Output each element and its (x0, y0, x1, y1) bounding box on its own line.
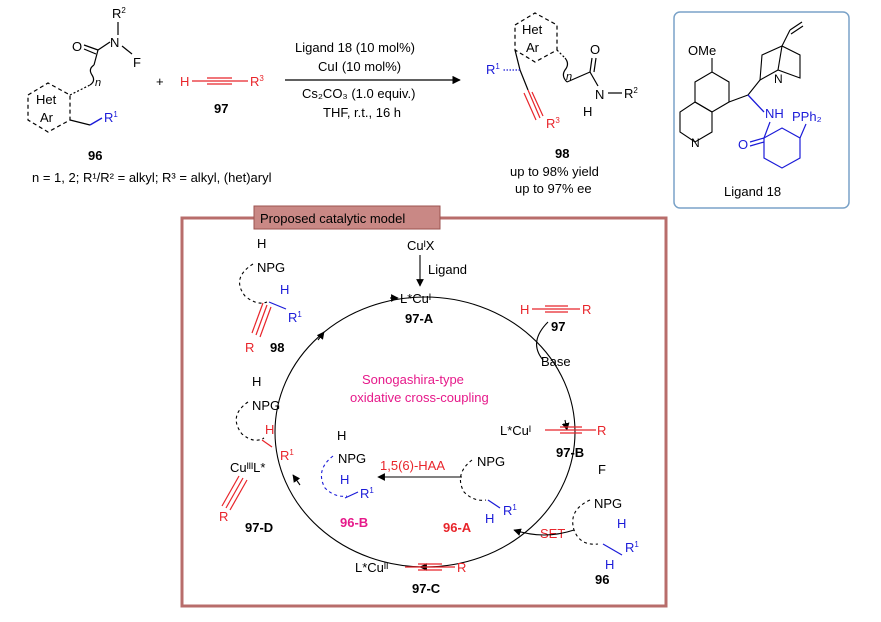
species-97c-label: 97-C (412, 581, 441, 596)
mech-sub-npg: NPG (594, 496, 622, 511)
compound-97-label: 97 (214, 101, 228, 116)
prod-h-top: H (257, 236, 266, 251)
condition-base: Cs₂CO₃ (1.0 equiv.) (302, 86, 415, 101)
reaction-conditions: Ligand 18 (10 mol%) CuI (10 mol%) Cs₂CO₃… (285, 40, 461, 120)
product-r3: R3 (546, 116, 560, 131)
product-oxygen: O (590, 42, 600, 57)
rad-b-npg: NPG (338, 451, 366, 466)
condition-cui: CuI (10 mol%) (318, 59, 401, 74)
ligand-18-label: Ligand 18 (724, 184, 781, 199)
haa-step: 1,5(6)-HAA (380, 458, 445, 473)
quinuclidine-n: N (774, 72, 783, 86)
alkyne-h: H (180, 74, 189, 89)
amide-nitrogen: N (110, 35, 119, 50)
species-97a-label: 97-A (405, 311, 434, 326)
rad-b-h-top: H (337, 428, 346, 443)
plus-sign: + (156, 74, 164, 89)
mechanism-panel: Proposed catalytic model Sonogashira-typ… (180, 205, 668, 608)
product-r1: R1 (486, 62, 500, 77)
compound-98-label: 98 (555, 146, 569, 161)
prod-r1: R1 (288, 310, 302, 325)
d-r1: R1 (280, 448, 294, 463)
mechanism-title-bg (253, 205, 441, 230)
alkyne-97: H R3 97 (180, 74, 264, 116)
species-97d-r: R (219, 509, 228, 524)
compound-96-label: 96 (88, 148, 102, 163)
d-npg: NPG (252, 398, 280, 413)
ring-ar: Ar (40, 110, 54, 125)
scope-note: n = 1, 2; R¹/R² = alkyl; R³ = alkyl, (he… (32, 170, 272, 185)
cycle-label-1: Sonogashira-type (362, 372, 464, 387)
product-nitrogen: N (595, 87, 604, 102)
product-yield: up to 98% yield (510, 164, 599, 179)
product-r2: R2 (624, 86, 638, 101)
d-h-top: H (252, 374, 261, 389)
r2-label: R2 (112, 6, 126, 21)
mech-sub-label: 96 (595, 572, 609, 587)
species-97b-r: R (597, 423, 606, 438)
ligand-oxygen: O (738, 137, 748, 152)
species-97c-r: R (457, 560, 466, 575)
amide-oxygen: O (72, 39, 82, 54)
condition-solvent: THF, r.t., 16 h (323, 105, 401, 120)
d-h: H (265, 422, 274, 437)
prod-npg: NPG (257, 260, 285, 275)
species-97c: L*Cuᴵᴵ (355, 560, 388, 575)
product-ring-het: Het (522, 22, 543, 37)
species-97d: CuᴵᴵᴵL* (230, 460, 265, 475)
ligand-nh: NH (765, 106, 784, 121)
product-nh: H (583, 104, 592, 119)
species-97d-label: 97-D (245, 520, 273, 535)
prod-label: 98 (270, 340, 284, 355)
methoxy-label: OMe (688, 43, 716, 58)
ligand-18-box: N OMe N NH O PPh₂ Ligand 18 (673, 11, 850, 209)
quinoline-n: N (691, 136, 700, 150)
mech-sub-h2: H (605, 557, 614, 572)
rad-b-r1: R1 (360, 486, 374, 501)
n-index: n (95, 77, 101, 89)
product-ee: up to 97% ee (515, 181, 592, 196)
prod-h: H (280, 282, 289, 297)
r1-label: R1 (104, 110, 118, 125)
mech-sub-r1: R1 (625, 540, 639, 555)
rad-b-h: H (340, 472, 349, 487)
rad-b-label: 96-B (340, 515, 368, 530)
set-step: SET (540, 526, 565, 541)
species-97a: L*Cuᴵ (400, 291, 431, 306)
rad-a-npg: NPG (477, 454, 505, 469)
species-97b-label: 97-B (556, 445, 584, 460)
product-98: Het Ar R1 R3 n O N H R2 98 up to 98% yie… (486, 12, 638, 196)
fluorine: F (133, 55, 141, 70)
ligand-step: Ligand (428, 262, 467, 277)
mech-sub-f: F (598, 462, 606, 477)
ligand-pph2: PPh₂ (792, 109, 822, 124)
cycle-label-2: oxidative cross-coupling (350, 390, 489, 405)
mech-alkyne-h: H (520, 302, 529, 317)
substrate-96: Het Ar O N R2 F n R1 96 (27, 6, 141, 163)
species-97b: L*Cuᴵ (500, 423, 531, 438)
mechanism-title: Proposed catalytic model (260, 211, 405, 226)
mech-alkyne-label: 97 (551, 319, 565, 334)
mech-sub-h: H (617, 516, 626, 531)
rad-a-r1: R1 (503, 503, 517, 518)
product-ring-ar: Ar (526, 40, 540, 55)
condition-ligand: Ligand 18 (10 mol%) (295, 40, 415, 55)
mech-alkyne-r: R (582, 302, 591, 317)
cux-label: CuᴵX (407, 238, 435, 253)
ring-het: Het (36, 92, 57, 107)
product-n-index: n (566, 71, 572, 83)
alkyne-r3: R3 (250, 74, 264, 89)
rad-a-h: H (485, 511, 494, 526)
base-step: Base (541, 354, 571, 369)
prod-r: R (245, 340, 254, 355)
rad-a-label: 96-A (443, 520, 472, 535)
